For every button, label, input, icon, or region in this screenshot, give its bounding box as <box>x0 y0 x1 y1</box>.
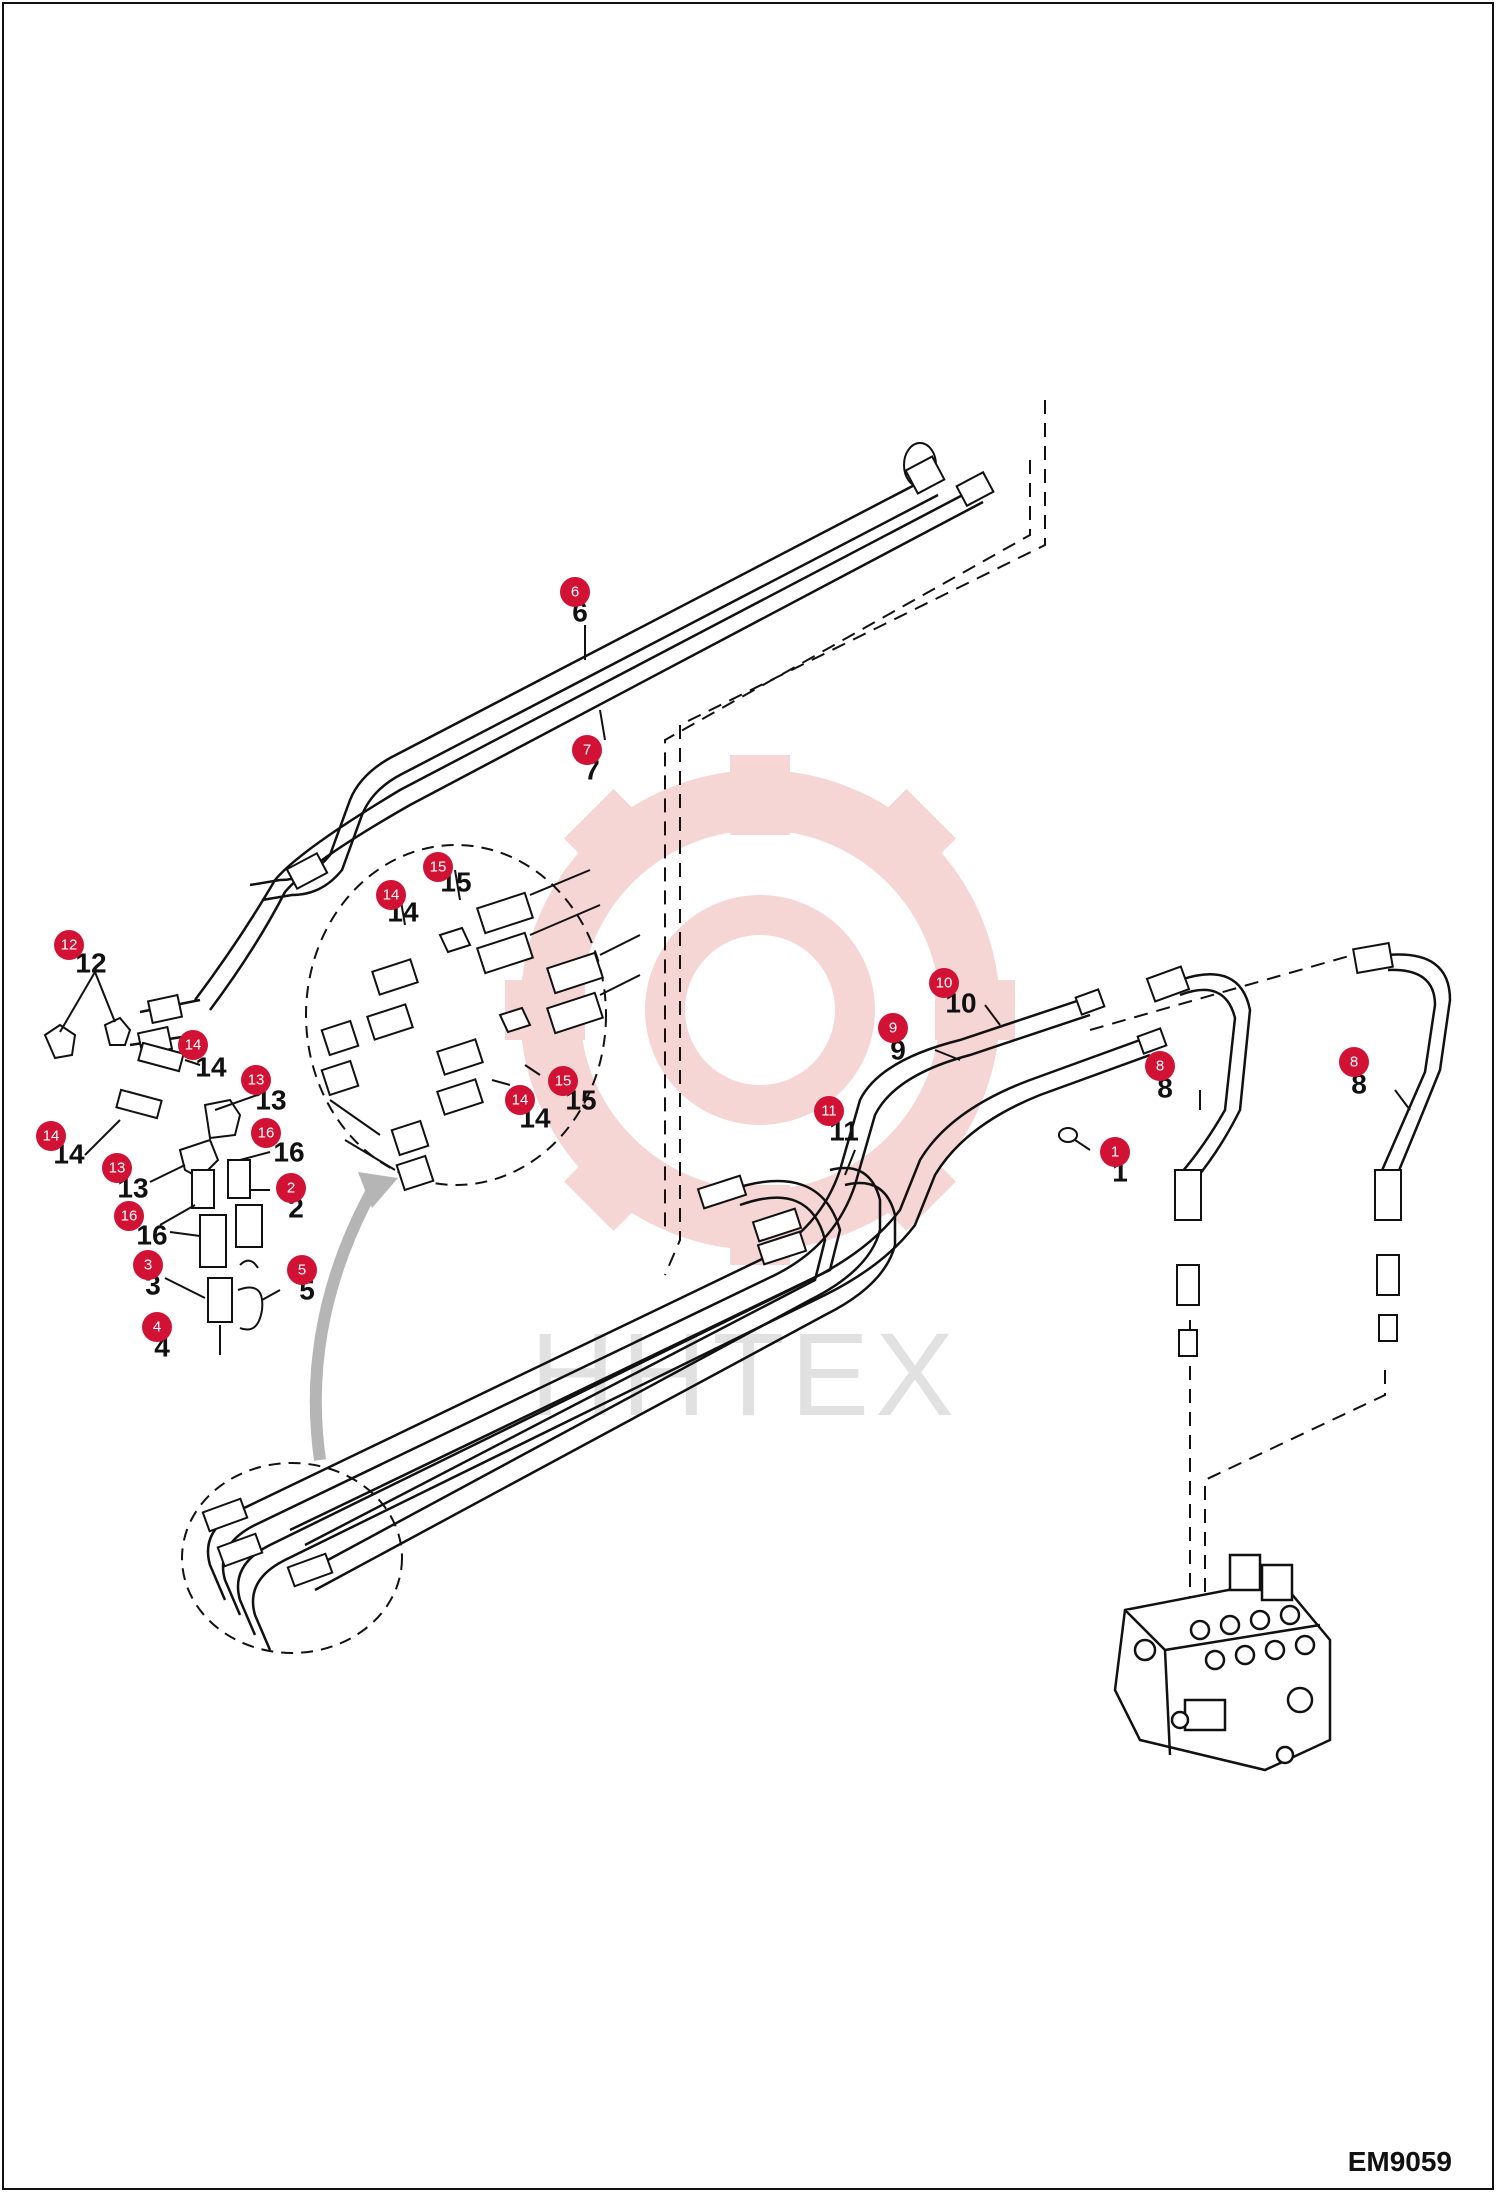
part-callout-number: 15 <box>555 1073 572 1090</box>
part-callout-badge <box>178 1030 208 1060</box>
part-callout-badge <box>114 1201 144 1231</box>
part-callout-number: 4 <box>153 1319 161 1336</box>
part-callout-number: 14 <box>185 1037 202 1054</box>
part-callout-number: 10 <box>936 975 953 992</box>
part-callout-number: 16 <box>258 1125 275 1142</box>
part-callouts: 1122334455667788889910101111121213131313… <box>36 577 1369 1363</box>
part-callout-number: 14 <box>43 1128 60 1145</box>
part-callout-number: 15 <box>430 859 447 876</box>
loose-fittings <box>43 1016 264 1355</box>
diagram-code: EM9059 <box>1348 2146 1452 2177</box>
right-hoses <box>1179 953 1452 1181</box>
part-callout-badge <box>560 577 590 607</box>
part-callout-badge <box>287 1255 317 1285</box>
part-callout-number: 11 <box>821 1103 837 1120</box>
part-callout-number: 14 <box>512 1092 529 1109</box>
part-number-label: 16 <box>136 1220 167 1251</box>
part-callout-number: 13 <box>248 1072 265 1089</box>
part-callout-number: 16 <box>121 1208 138 1225</box>
part-callout-badge <box>54 930 84 960</box>
part-callout-number: 1 <box>1111 1144 1119 1161</box>
part-callout-badge <box>142 1312 172 1342</box>
part-callout-badge <box>241 1065 271 1095</box>
part-callout-number: 8 <box>1156 1058 1164 1075</box>
part-callout-number: 12 <box>61 937 78 954</box>
watermark-text: HHTEX <box>530 1309 960 1441</box>
part-callout-number: 5 <box>298 1262 306 1279</box>
detail-arrow-head <box>358 1172 398 1208</box>
detail-callout-circles <box>181 844 607 1654</box>
part-callout-badge <box>251 1118 281 1148</box>
part-callout-badge <box>133 1250 163 1280</box>
detail-hoses <box>329 869 641 1171</box>
part-callout-badge <box>1100 1137 1130 1167</box>
part-callout-number: 3 <box>144 1257 152 1274</box>
part-callout-number: 7 <box>583 742 591 759</box>
main-hose-bundle <box>206 998 1151 1651</box>
part-callout-badge <box>548 1066 578 1096</box>
part-callout-badge <box>572 735 602 765</box>
part-callout-number: 6 <box>571 584 579 601</box>
part-callout-number: 14 <box>383 887 400 904</box>
part-callout-badge <box>376 880 406 910</box>
upper-hose-fittings <box>136 442 995 1057</box>
part-callout-badge <box>102 1153 132 1183</box>
detail-fittings <box>320 891 605 1192</box>
dashed-leader-lines <box>664 400 1386 1600</box>
loose-fitting-leaders <box>59 971 281 1301</box>
part-callout-badge <box>1339 1047 1369 1077</box>
part-callout-badge <box>878 1013 908 1043</box>
part-callout-number: 13 <box>109 1160 126 1177</box>
detail-arrow <box>309 1182 381 1461</box>
part-callout-badge <box>423 852 453 882</box>
part-callout-number: 2 <box>287 1180 295 1197</box>
part-callout-number: 8 <box>1350 1054 1358 1071</box>
right-hose-fittings <box>1058 941 1402 1357</box>
part-callout-badge <box>276 1173 306 1203</box>
part-callout-badge <box>505 1085 535 1115</box>
label-leaders <box>399 625 1411 1176</box>
part-number-label: 16 <box>273 1137 304 1168</box>
part-callout-badge <box>1145 1051 1175 1081</box>
part-callout-number: 9 <box>889 1020 897 1037</box>
part-callout-badge <box>814 1096 844 1126</box>
part-callout-badge <box>36 1121 66 1151</box>
control-valve <box>1113 1553 1332 1772</box>
bundle-fittings <box>201 988 1168 1588</box>
part-callout-badge <box>929 968 959 998</box>
